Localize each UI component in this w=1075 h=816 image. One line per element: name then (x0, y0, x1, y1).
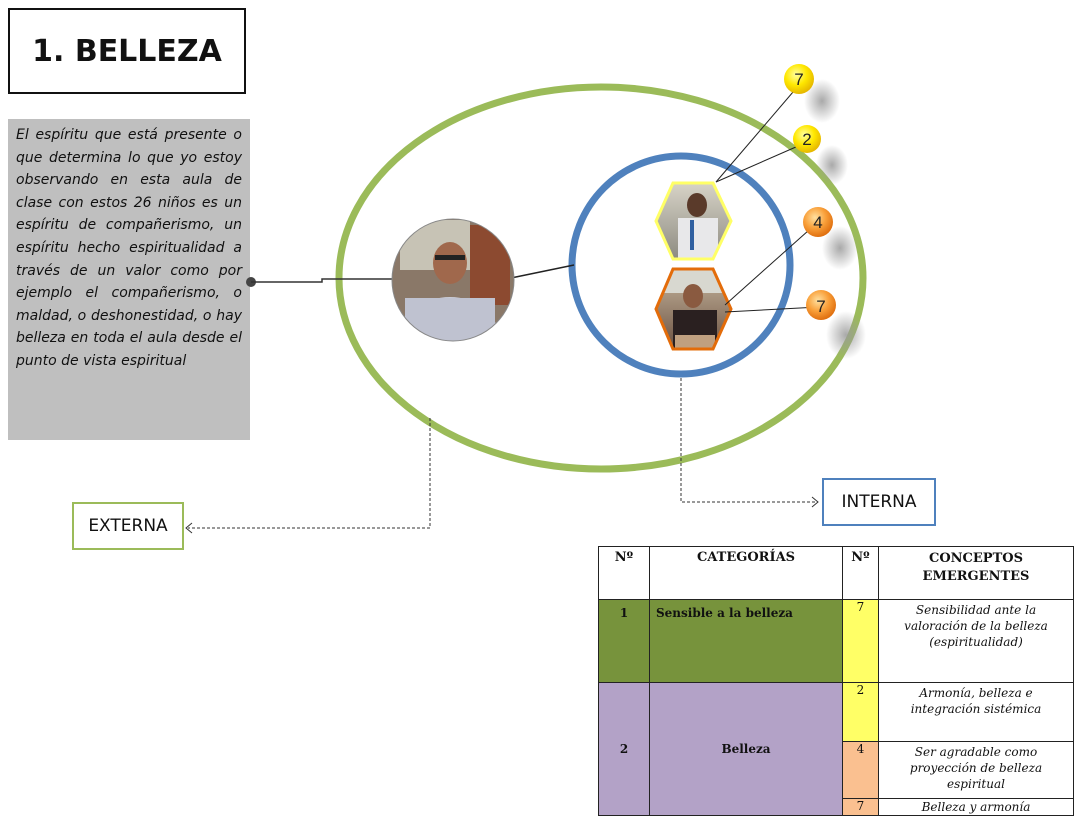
student-photo-1 (654, 181, 733, 261)
header-num-1: Nº (598, 546, 650, 600)
badge-2-label: 2 (802, 130, 811, 149)
row1-item-num: 7 (842, 599, 879, 683)
externa-label-text: EXTERNA (88, 516, 168, 536)
badge-1-label: 7 (794, 70, 803, 89)
header-conceptos: CONCEPTOS EMERGENTES (878, 546, 1074, 600)
externa-ellipse (335, 83, 867, 473)
row2-num: 2 (598, 682, 650, 816)
badge-2: 2 (793, 125, 821, 153)
table-row: 1 Sensible a la belleza 7 Sensibilidad a… (598, 599, 1074, 683)
row2-item3-num: 7 (842, 798, 879, 816)
badge-1: 7 (784, 64, 814, 94)
externa-dashed-line (188, 418, 431, 529)
badge-line-2 (715, 142, 806, 183)
interna-arrow-icon (811, 496, 819, 508)
table-row: 2 Belleza 2 Armonía, belleza e integraci… (598, 682, 1074, 816)
page-title: 1. BELLEZA (32, 33, 222, 69)
table-header-row: Nº CATEGORÍAS Nº CONCEPTOS EMERGENTES (598, 546, 1074, 600)
row2-item1-num: 2 (842, 682, 879, 742)
badge-line-4 (724, 306, 820, 313)
student-photo-2 (654, 267, 733, 351)
row2-category: Belleza (649, 682, 843, 816)
interna-label: INTERNA (822, 478, 936, 526)
badge-line-3 (724, 221, 819, 306)
badge-4-label: 7 (816, 297, 825, 316)
row1-category: Sensible a la belleza (649, 599, 843, 683)
row2-item2-concept: Ser agradable como proyección de belleza… (878, 741, 1074, 799)
title-box: 1. BELLEZA (8, 8, 246, 94)
quote-text: El espíritu que está presente o que dete… (16, 127, 242, 369)
concepts-table: Nº CATEGORÍAS Nº CONCEPTOS EMERGENTES 1 … (598, 546, 1074, 816)
row2-item2-num: 4 (842, 741, 879, 799)
header-categorias: CATEGORÍAS (649, 546, 843, 600)
externa-label: EXTERNA (72, 502, 184, 550)
externa-arrow-icon (185, 522, 193, 534)
row2-item1-concept: Armonía, belleza e integración sistémica (878, 682, 1074, 742)
quote-box: El espíritu que está presente o que dete… (8, 119, 250, 440)
interna-dashed-line (680, 378, 818, 503)
row1-concept: Sensibilidad ante la valoración de la be… (878, 599, 1074, 683)
connector-photo-circle (510, 264, 575, 279)
header-num-2: Nº (842, 546, 879, 600)
interna-label-text: INTERNA (841, 492, 917, 512)
badge-line-1 (715, 84, 800, 183)
table-row: 7 Belleza y armonía (599, 798, 1074, 816)
teacher-photo (391, 218, 515, 342)
row1-num: 1 (598, 599, 650, 683)
badge-4: 7 (806, 290, 836, 320)
badge-3-label: 4 (813, 213, 822, 232)
badge-3: 4 (803, 207, 833, 237)
connector-line (251, 278, 398, 283)
